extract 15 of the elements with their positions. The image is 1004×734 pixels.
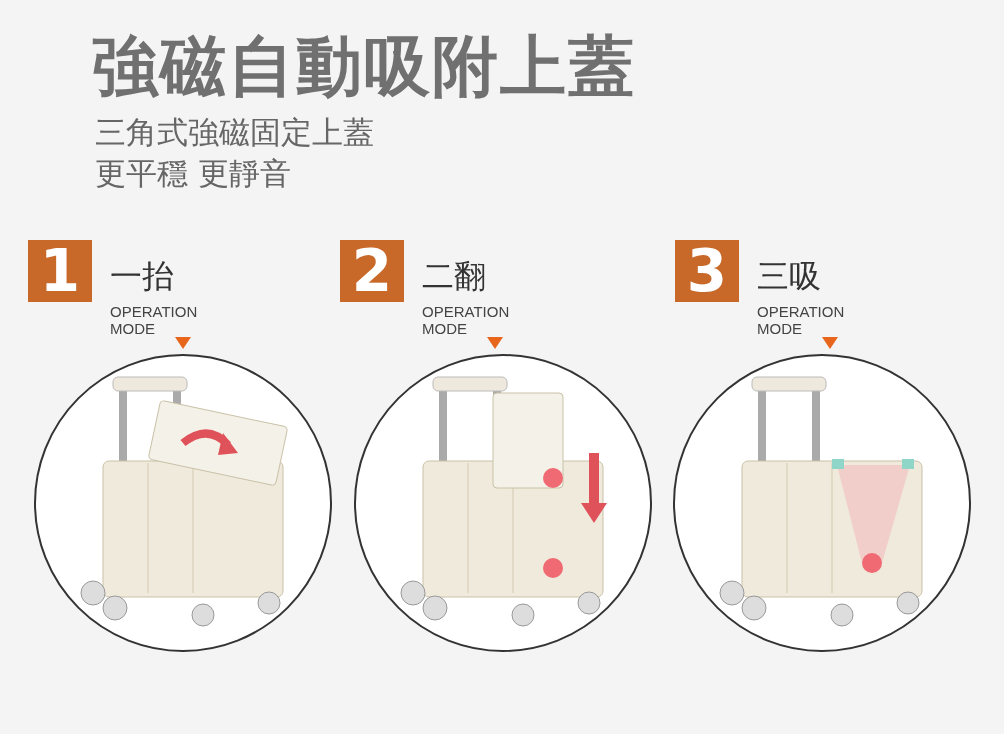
- step-subtitle: OPERATION MODE: [110, 303, 199, 337]
- subtitle: 三角式強磁固定上蓋: [95, 113, 374, 152]
- number-badge: 2: [340, 240, 404, 302]
- title: 強磁自動吸附上蓋: [92, 27, 636, 107]
- number-badge: 1: [28, 240, 92, 302]
- subtitle: 更平穩 更靜音: [95, 154, 291, 193]
- step-subtitle: OPERATION MODE: [422, 303, 511, 337]
- product-photo: [672, 353, 972, 653]
- step-subtitle: OPERATION MODE: [757, 303, 846, 337]
- number-badge: 3: [675, 240, 739, 302]
- step-title: 一抬: [110, 256, 174, 297]
- product-photo: [33, 353, 333, 653]
- product-photo: [353, 353, 653, 653]
- step-title: 三吸: [757, 256, 821, 297]
- step-title: 二翻: [422, 256, 486, 297]
